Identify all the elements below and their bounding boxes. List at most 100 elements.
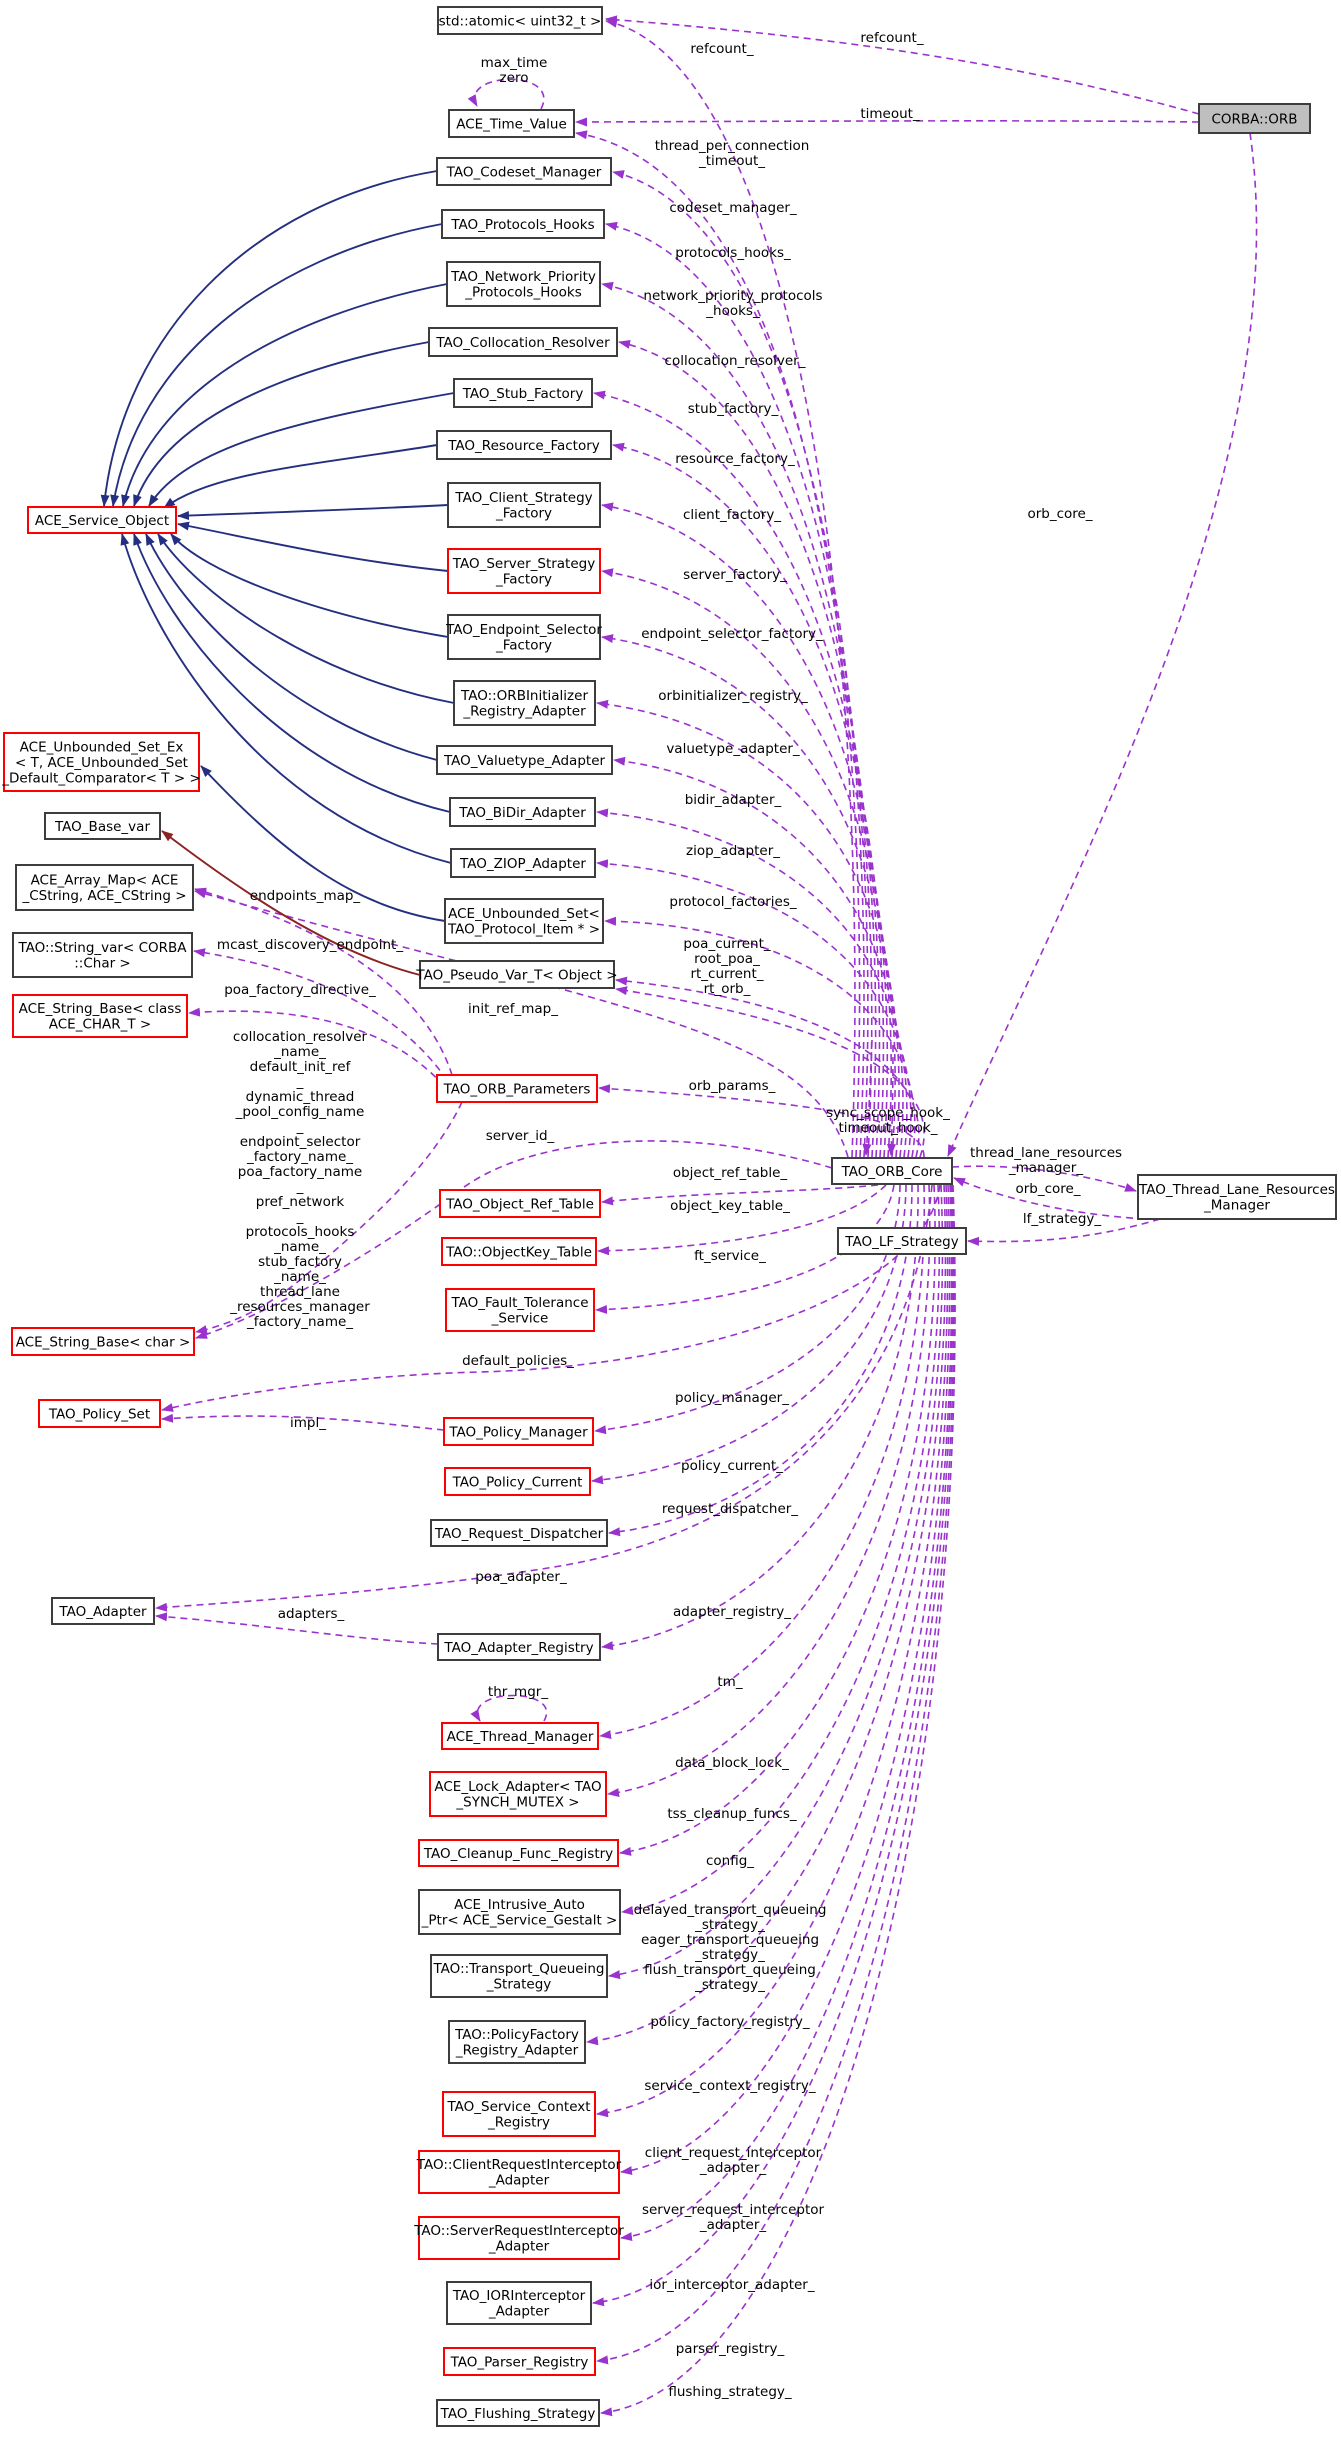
inheritance-edge xyxy=(145,533,438,761)
class-box-policy-manager[interactable]: TAO_Policy_Manager xyxy=(443,1417,594,1446)
class-name: TAO_Cleanup_Func_Registry xyxy=(423,1846,613,1862)
edge-label: protocol_factories_ xyxy=(669,894,796,910)
class-name: TAO_Policy_Manager xyxy=(448,1424,588,1440)
class-box-corba-orb[interactable]: CORBA::ORB xyxy=(1198,103,1311,134)
class-box-codeset-manager[interactable]: TAO_Codeset_Manager xyxy=(436,157,612,186)
usage-edge xyxy=(470,1694,548,1722)
class-box-intrusive-auto-ptr[interactable]: ACE_Intrusive_Auto_Ptr< ACE_Service_Gest… xyxy=(418,1889,621,1935)
usage-edge xyxy=(608,1184,913,1537)
edge-label: policy_factory_registry_ xyxy=(650,2014,810,2030)
class-box-orbinitializer-registry[interactable]: TAO::ORBInitializer_Registry_Adapter xyxy=(453,680,596,726)
class-box-transport-queueing[interactable]: TAO::Transport_Queueing_Strategy xyxy=(430,1954,608,1998)
class-box-policyfactory-registry[interactable]: TAO::PolicyFactory_Registry_Adapter xyxy=(448,2020,586,2064)
edge-label: parser_registry_ xyxy=(676,2341,785,2357)
class-box-pseudo-var[interactable]: TAO_Pseudo_Var_T< Object > xyxy=(415,960,618,989)
usage-edge xyxy=(601,634,896,1158)
class-box-collocation-resolver[interactable]: TAO_Collocation_Resolver xyxy=(428,327,618,357)
class-box-string-base-char[interactable]: ACE_String_Base< char > xyxy=(11,1327,195,1356)
usage-edge xyxy=(193,948,448,1081)
class-box-service-context-registry[interactable]: TAO_Service_Context_Registry xyxy=(442,2091,596,2137)
class-box-thread-lane-resources-manager[interactable]: TAO_Thread_Lane_Resources_Manager xyxy=(1137,1174,1337,1220)
class-box-thread-manager[interactable]: ACE_Thread_Manager xyxy=(441,1722,599,1750)
class-box-tao-adapter[interactable]: TAO_Adapter xyxy=(51,1597,155,1625)
edge-label: collocation_resolver_ xyxy=(665,353,806,369)
class-box-policy-current[interactable]: TAO_Policy_Current xyxy=(444,1467,591,1496)
class-box-orb-core[interactable]: TAO_ORB_Core xyxy=(831,1157,953,1185)
class-box-valuetype-adapter[interactable]: TAO_Valuetype_Adapter xyxy=(436,745,613,775)
class-box-client-strategy-factory[interactable]: TAO_Client_Strategy_Factory xyxy=(447,482,601,528)
edge-label: mcast_discovery_endpoint_ xyxy=(217,937,403,953)
class-box-ziop-adapter[interactable]: TAO_ZIOP_Adapter xyxy=(450,848,596,878)
class-name: TAO_Collocation_Resolver xyxy=(435,335,610,351)
class-box-flushing-strategy[interactable]: TAO_Flushing_Strategy xyxy=(436,2399,600,2427)
class-box-ior-interceptor[interactable]: TAO_IORInterceptor_Adapter xyxy=(446,2281,592,2325)
class-box-network-priority-hooks[interactable]: TAO_Network_Priority_Protocols_Hooks xyxy=(446,261,601,307)
edge-label: endpoint_selector_factory_ xyxy=(641,626,823,642)
class-name: TAO_Thread_Lane_Resources_Manager xyxy=(1138,1182,1335,1214)
usage-edge xyxy=(195,1101,463,1334)
inheritance-edge xyxy=(177,504,449,521)
class-box-server-strategy-factory[interactable]: TAO_Server_Strategy_Factory xyxy=(447,548,601,594)
class-box-std-atomic[interactable]: std::atomic< uint32_t > xyxy=(437,6,603,35)
class-box-parser-registry[interactable]: TAO_Parser_Registry xyxy=(443,2347,596,2376)
inheritance-edge xyxy=(177,521,449,572)
edge-label: network_priority_protocols_hooks_ xyxy=(643,288,822,319)
class-name: TAO_IORInterceptor_Adapter xyxy=(452,2288,586,2320)
class-box-bidir-adapter[interactable]: TAO_BiDir_Adapter xyxy=(449,797,596,827)
class-box-lock-adapter[interactable]: ACE_Lock_Adapter< TAO_SYNCH_MUTEX > xyxy=(429,1771,607,1817)
usage-edge xyxy=(618,339,877,1158)
class-box-string-var[interactable]: TAO::String_var< CORBA::Char > xyxy=(12,932,193,978)
class-name: TAO_Service_Context_Registry xyxy=(446,2099,590,2131)
usage-edge xyxy=(467,78,545,110)
inheritance-edge xyxy=(133,533,451,813)
class-box-resource-factory[interactable]: TAO_Resource_Factory xyxy=(436,430,612,460)
class-box-lf-strategy[interactable]: TAO_LF_Strategy xyxy=(837,1227,967,1255)
class-box-endpoint-selector-factory[interactable]: TAO_Endpoint_Selector_Factory xyxy=(445,614,602,660)
class-name: CORBA::ORB xyxy=(1211,111,1297,127)
class-box-protocols-hooks[interactable]: TAO_Protocols_Hooks xyxy=(441,209,605,239)
class-box-array-map[interactable]: ACE_Array_Map< ACE_CString, ACE_CString … xyxy=(15,864,194,911)
class-name: TAO_ZIOP_Adapter xyxy=(459,856,586,872)
usage-edge xyxy=(601,568,892,1158)
class-box-server-request-interceptor[interactable]: TAO::ServerRequestInterceptor_Adapter xyxy=(413,2216,624,2260)
class-box-ace-time-value[interactable]: ACE_Time_Value xyxy=(448,109,575,138)
edge-label: protocols_hooks_ xyxy=(675,245,791,261)
edge-label: ziop_adapter_ xyxy=(686,843,780,859)
class-box-stub-factory[interactable]: TAO_Stub_Factory xyxy=(453,378,593,408)
class-name: TAO_Policy_Current xyxy=(452,1474,583,1490)
class-box-ace-service-object[interactable]: ACE_Service_Object xyxy=(27,506,177,534)
usage-edge xyxy=(612,442,885,1158)
class-box-unbounded-set-ex[interactable]: ACE_Unbounded_Set_Ex< T, ACE_Unbounded_S… xyxy=(1,732,201,792)
usage-edge xyxy=(161,1413,445,1431)
edge-label: valuetype_adapter_ xyxy=(666,741,800,757)
class-box-unbounded-set[interactable]: ACE_Unbounded_Set<TAO_Protocol_Item * > xyxy=(444,898,604,944)
class-name: TAO_Fault_Tolerance_Service xyxy=(450,1295,588,1327)
class-box-request-dispatcher[interactable]: TAO_Request_Dispatcher xyxy=(430,1519,608,1547)
edge-label: lf_strategy_ xyxy=(1023,1211,1102,1227)
usage-edge xyxy=(953,1177,1146,1220)
inheritance-edge xyxy=(100,170,438,507)
edge-label: orb_core_ xyxy=(1027,506,1092,522)
usage-edge xyxy=(605,18,856,1158)
edge-label: flushing_strategy_ xyxy=(668,2384,792,2400)
inheritance-edge xyxy=(121,283,448,507)
usage-edge xyxy=(601,281,873,1158)
class-box-objectkey-table[interactable]: TAO::ObjectKey_Table xyxy=(441,1237,597,1266)
class-box-object-ref-table[interactable]: TAO_Object_Ref_Table xyxy=(439,1189,601,1218)
usage-edge xyxy=(612,170,865,1158)
class-name: ACE_Time_Value xyxy=(456,116,567,132)
class-box-policy-set[interactable]: TAO_Policy_Set xyxy=(38,1399,161,1428)
edge-label: endpoints_map_ xyxy=(250,888,361,904)
class-box-base-var[interactable]: TAO_Base_var xyxy=(44,812,161,840)
class-box-client-request-interceptor[interactable]: TAO::ClientRequestInterceptor_Adapter xyxy=(416,2150,622,2194)
class-box-adapter-registry[interactable]: TAO_Adapter_Registry xyxy=(437,1633,601,1661)
class-box-orb-parameters[interactable]: TAO_ORB_Parameters xyxy=(436,1074,598,1103)
class-box-cleanup-func-registry[interactable]: TAO_Cleanup_Func_Registry xyxy=(418,1839,619,1867)
edge-label: thread_lane_resources_manager_ xyxy=(970,1145,1122,1176)
class-name: ACE_Intrusive_Auto_Ptr< ACE_Service_Gest… xyxy=(421,1897,618,1929)
class-box-fault-tolerance-service[interactable]: TAO_Fault_Tolerance_Service xyxy=(445,1288,595,1332)
